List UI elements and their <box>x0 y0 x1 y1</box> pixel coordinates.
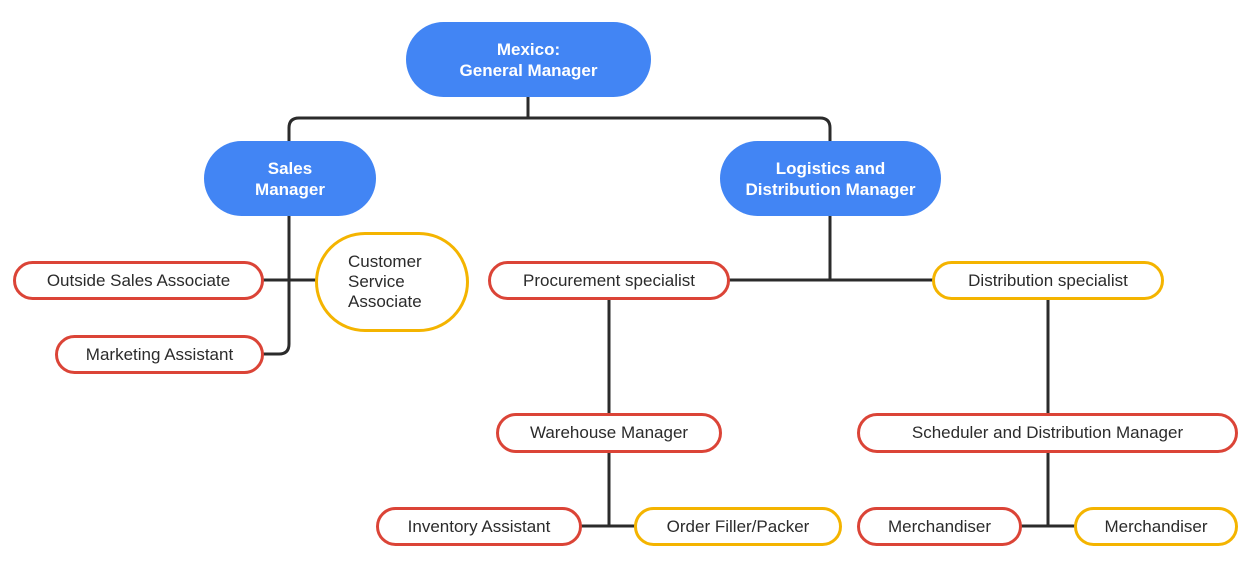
merchandiser-1-label: Merchandiser <box>888 516 991 536</box>
merchandiser-2-label: Merchandiser <box>1104 516 1208 536</box>
distribution-specialist-node: Distribution specialist <box>932 261 1164 300</box>
customer-service-line3: Associate <box>348 292 422 311</box>
outside-sales-associate-node: Outside Sales Associate <box>13 261 264 300</box>
scheduler-node: Scheduler and Distribution Manager <box>857 413 1238 453</box>
scheduler-label: Scheduler and Distribution Manager <box>911 423 1184 442</box>
marketing-assistant-label: Marketing Assistant <box>85 344 234 364</box>
logistics-manager-line1: Logistics and <box>775 158 886 178</box>
inventory-assistant-node: Inventory Assistant <box>376 507 582 546</box>
connector-gm-branch <box>287 116 832 141</box>
distribution-specialist-label: Distribution specialist <box>968 270 1128 290</box>
merchandiser-node-2: Merchandiser <box>1074 507 1238 546</box>
procurement-specialist-label: Procurement specialist <box>523 270 695 290</box>
logistics-manager-line2: Distribution Manager <box>745 179 916 199</box>
merchandiser-node-1: Merchandiser <box>857 507 1022 546</box>
general-manager-node: Mexico:General Manager <box>406 22 651 97</box>
warehouse-manager-label: Warehouse Manager <box>529 423 689 442</box>
inventory-assistant-label: Inventory Assistant <box>407 516 551 536</box>
sales-manager-line2: Manager <box>255 179 325 199</box>
procurement-specialist-node: Procurement specialist <box>488 261 730 300</box>
warehouse-manager-node: Warehouse Manager <box>496 413 722 453</box>
general-manager-line2: General Manager <box>459 60 598 80</box>
order-filler-node: Order Filler/Packer <box>634 507 842 546</box>
marketing-assistant-node: Marketing Assistant <box>55 335 264 374</box>
connector-sales-down <box>262 214 291 356</box>
customer-service-line2: Service <box>348 272 405 291</box>
customer-service-line1: Customer <box>348 252 422 271</box>
order-filler-label: Order Filler/Packer <box>666 516 810 536</box>
general-manager-line1: Mexico: <box>496 39 561 59</box>
outside-sales-associate-label: Outside Sales Associate <box>46 270 231 290</box>
sales-manager-line1: Sales <box>267 158 313 178</box>
